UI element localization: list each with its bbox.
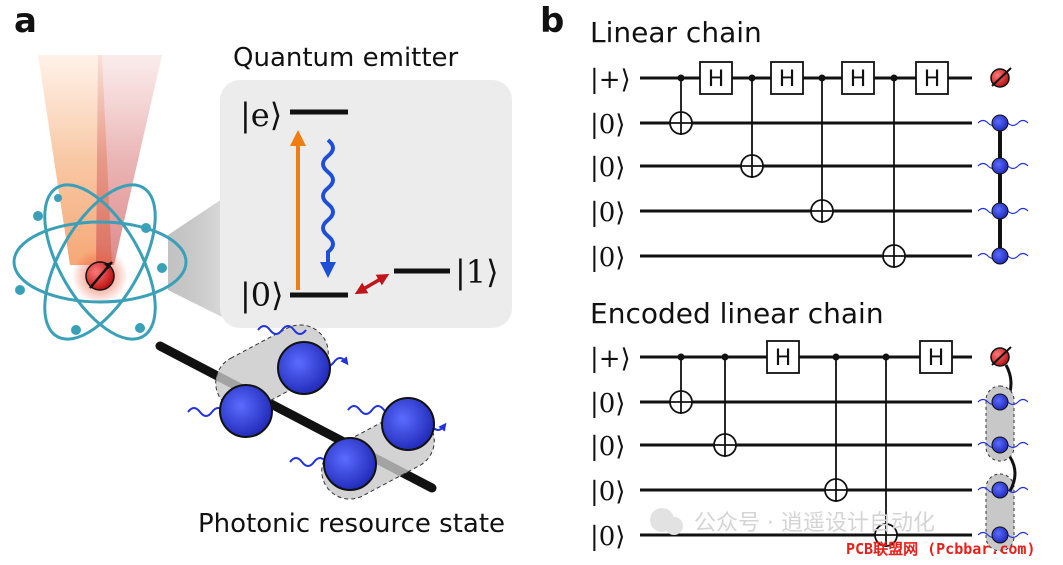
control-dot (748, 74, 756, 82)
photon-pair-2 (289, 397, 447, 500)
hadamard-gate (770, 61, 804, 95)
panel-b-letter: b (540, 1, 564, 41)
level-e-label: |e⟩ (240, 96, 282, 134)
hadamard-gate (919, 340, 953, 374)
photon-output (991, 526, 1009, 544)
control-dot (721, 353, 729, 361)
photon-output (991, 114, 1009, 132)
spin-transition-arrow (354, 273, 390, 295)
photon-pair-1 (187, 324, 349, 438)
control-dot (832, 353, 840, 361)
hadamard-gate (915, 61, 949, 95)
graph-edge (1008, 456, 1017, 492)
emission-wave (320, 138, 336, 278)
circuit-1-input-1: |+⟩ (590, 65, 631, 95)
circuit-1-input-3: |0⟩ (590, 153, 625, 183)
circuit-2-input-4: |0⟩ (590, 477, 625, 507)
panel-a-letter: a (14, 1, 37, 41)
spin-arrow (991, 67, 1012, 87)
spin-arrow (991, 346, 1012, 366)
control-dot (882, 353, 890, 361)
circuits: Linear chain |+⟩ |0⟩ |0⟩ |0⟩ |0⟩ H H H H Encoded l… (590, 16, 1029, 552)
hadamard-label: H (708, 67, 725, 92)
hadamard-gate (841, 61, 875, 95)
circuit-2-input-3: |0⟩ (590, 432, 625, 462)
photon-output (991, 247, 1009, 265)
resource-state-caption: Photonic resource state (198, 509, 505, 539)
photon-output (991, 157, 1009, 175)
atom-icon (12, 183, 188, 341)
circuit-title-2: Encoded linear chain (590, 297, 884, 330)
circuit-1-input-4: |0⟩ (590, 198, 625, 228)
watermark: 公众号 · 逍遥设计自动化 PCB联盟网 (Pcbbar.com) (650, 508, 1036, 558)
hadamard-label: H (779, 67, 796, 92)
hadamard-label: H (775, 346, 792, 371)
circuit-2-input-1: |+⟩ (590, 344, 631, 374)
zoom-cone (168, 195, 228, 320)
photon-output (991, 481, 1009, 499)
hadamard-label: H (928, 346, 945, 371)
watermark-site: PCB联盟网 (Pcbbar.com) (846, 540, 1036, 558)
control-dot (818, 74, 826, 82)
hadamard-gate (699, 61, 733, 95)
photon-output (991, 202, 1009, 220)
hadamard-label: H (850, 67, 867, 92)
level-1-label: |1⟩ (455, 253, 499, 291)
spin-icon (85, 261, 115, 291)
circuit-2-input-2: |0⟩ (590, 389, 625, 419)
control-dot (677, 74, 685, 82)
laser-beams (38, 55, 162, 265)
photon-output (991, 436, 1009, 454)
hadamard-gate (766, 340, 800, 374)
circuit-2-input-5: |0⟩ (590, 522, 625, 552)
hadamard-label: H (924, 67, 941, 92)
circuit-1-input-2: |0⟩ (590, 110, 625, 140)
circuit-title-1: Linear chain (590, 16, 762, 49)
control-dot (677, 353, 685, 361)
photon-output (991, 393, 1009, 411)
level-0-label: |0⟩ (240, 276, 284, 314)
watermark-text: 公众号 · 逍遥设计自动化 (694, 511, 935, 536)
emitter-title: Quantum emitter (233, 43, 459, 73)
circuit-1-input-5: |0⟩ (590, 243, 625, 273)
control-dot (890, 74, 898, 82)
